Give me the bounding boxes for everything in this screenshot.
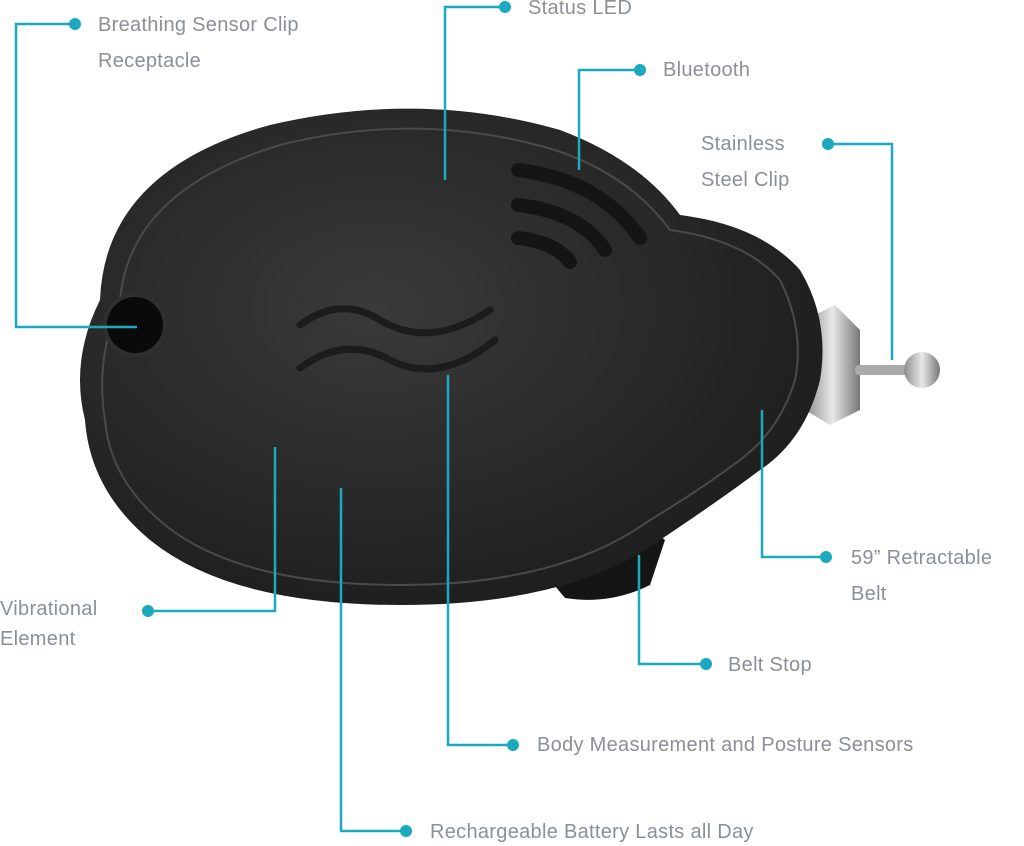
leader-lines bbox=[14, 5, 894, 833]
label-retractable-belt: 59” Retractable Belt bbox=[851, 540, 992, 612]
label-line: Steel Clip bbox=[701, 169, 790, 191]
label-steel-clip: Stainless Steel Clip bbox=[701, 126, 790, 198]
sensor-clip-receptacle bbox=[103, 293, 167, 357]
label-line: Vibrational bbox=[0, 598, 98, 620]
label-battery: Rechargeable Battery Lasts all Day bbox=[430, 821, 754, 843]
label-belt-stop: Belt Stop bbox=[728, 654, 812, 676]
bluetooth-wave-icon bbox=[511, 163, 647, 269]
label-bluetooth: Bluetooth bbox=[663, 59, 751, 81]
leader-dots bbox=[69, 1, 834, 837]
label-status-led: Status LED bbox=[528, 0, 633, 19]
breathing-wave-icon bbox=[296, 305, 499, 373]
label-line: Belt bbox=[851, 583, 887, 605]
label-line: Receptacle bbox=[98, 50, 202, 72]
label-vibrational-element: Vibrational Element bbox=[0, 594, 97, 654]
label-line: Breathing Sensor Clip bbox=[98, 14, 299, 36]
label-body-sensors: Body Measurement and Posture Sensors bbox=[537, 734, 914, 756]
steel-clip bbox=[805, 305, 940, 425]
label-line: Element bbox=[0, 628, 76, 650]
label-line: Stainless bbox=[701, 133, 785, 155]
label-breathing-sensor: Breathing Sensor Clip Receptacle bbox=[98, 7, 299, 79]
label-line: 59” Retractable bbox=[851, 547, 993, 569]
